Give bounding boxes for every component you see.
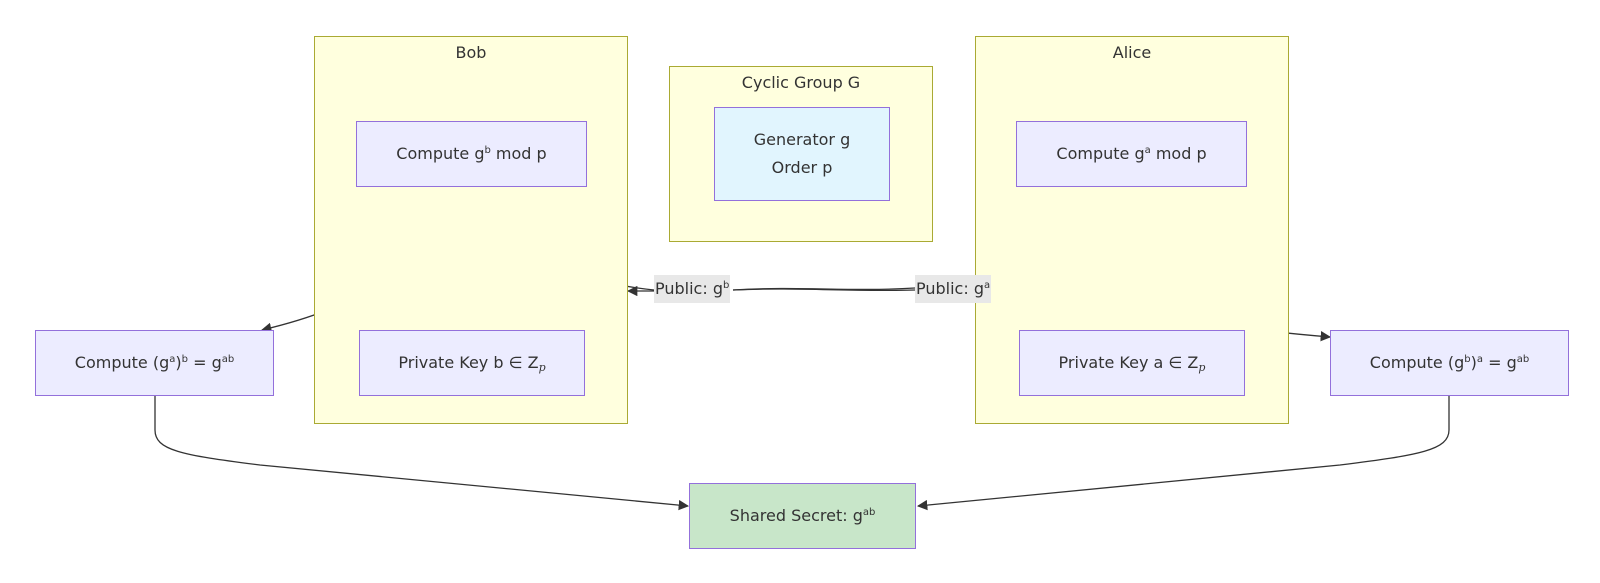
node-generator-label: Generator g Order p [754,126,851,182]
node-bob-compute-public[interactable]: Compute gb mod p [356,121,587,187]
node-bob-private-key[interactable]: Private Key b ∈ Zp [359,330,585,396]
edge-public-a-to-public-b [732,287,916,291]
node-bob-compute-label: Compute gb mod p [396,144,547,163]
node-bob-private-key-label: Private Key b ∈ Zp [398,353,546,374]
node-shared-secret-label: Shared Secret: gab [729,506,876,525]
cluster-bob-title: Bob [455,43,487,62]
cluster-cyclic-group-title: Cyclic Group G [741,73,861,92]
generator-line: Generator g [753,130,851,149]
node-shared-secret[interactable]: Shared Secret: gab [689,483,916,549]
node-alice-compute-label: Compute ga mod p [1056,144,1207,163]
node-bob-compute-shared-label: Compute (ga)b = gab [74,353,235,372]
order-line: Order p [771,158,833,177]
node-alice-compute-public[interactable]: Compute ga mod p [1016,121,1247,187]
edge-label-public-b: Public: gb [654,275,731,303]
node-alice-private-key-label: Private Key a ∈ Zp [1058,353,1206,374]
node-alice-compute-shared-label: Compute (gb)a = gab [1369,353,1530,372]
node-alice-private-key[interactable]: Private Key a ∈ Zp [1019,330,1245,396]
edge-bob-shared-to-secret [154,396,690,511]
edge-alice-shared-to-secret [916,396,1450,511]
node-bob-compute-shared[interactable]: Compute (ga)b = gab [35,330,274,396]
cluster-alice-title: Alice [1112,43,1152,62]
node-generator[interactable]: Generator g Order p [714,107,890,201]
node-alice-compute-shared[interactable]: Compute (gb)a = gab [1330,330,1569,396]
edge-label-public-a: Public: ga [915,275,992,303]
